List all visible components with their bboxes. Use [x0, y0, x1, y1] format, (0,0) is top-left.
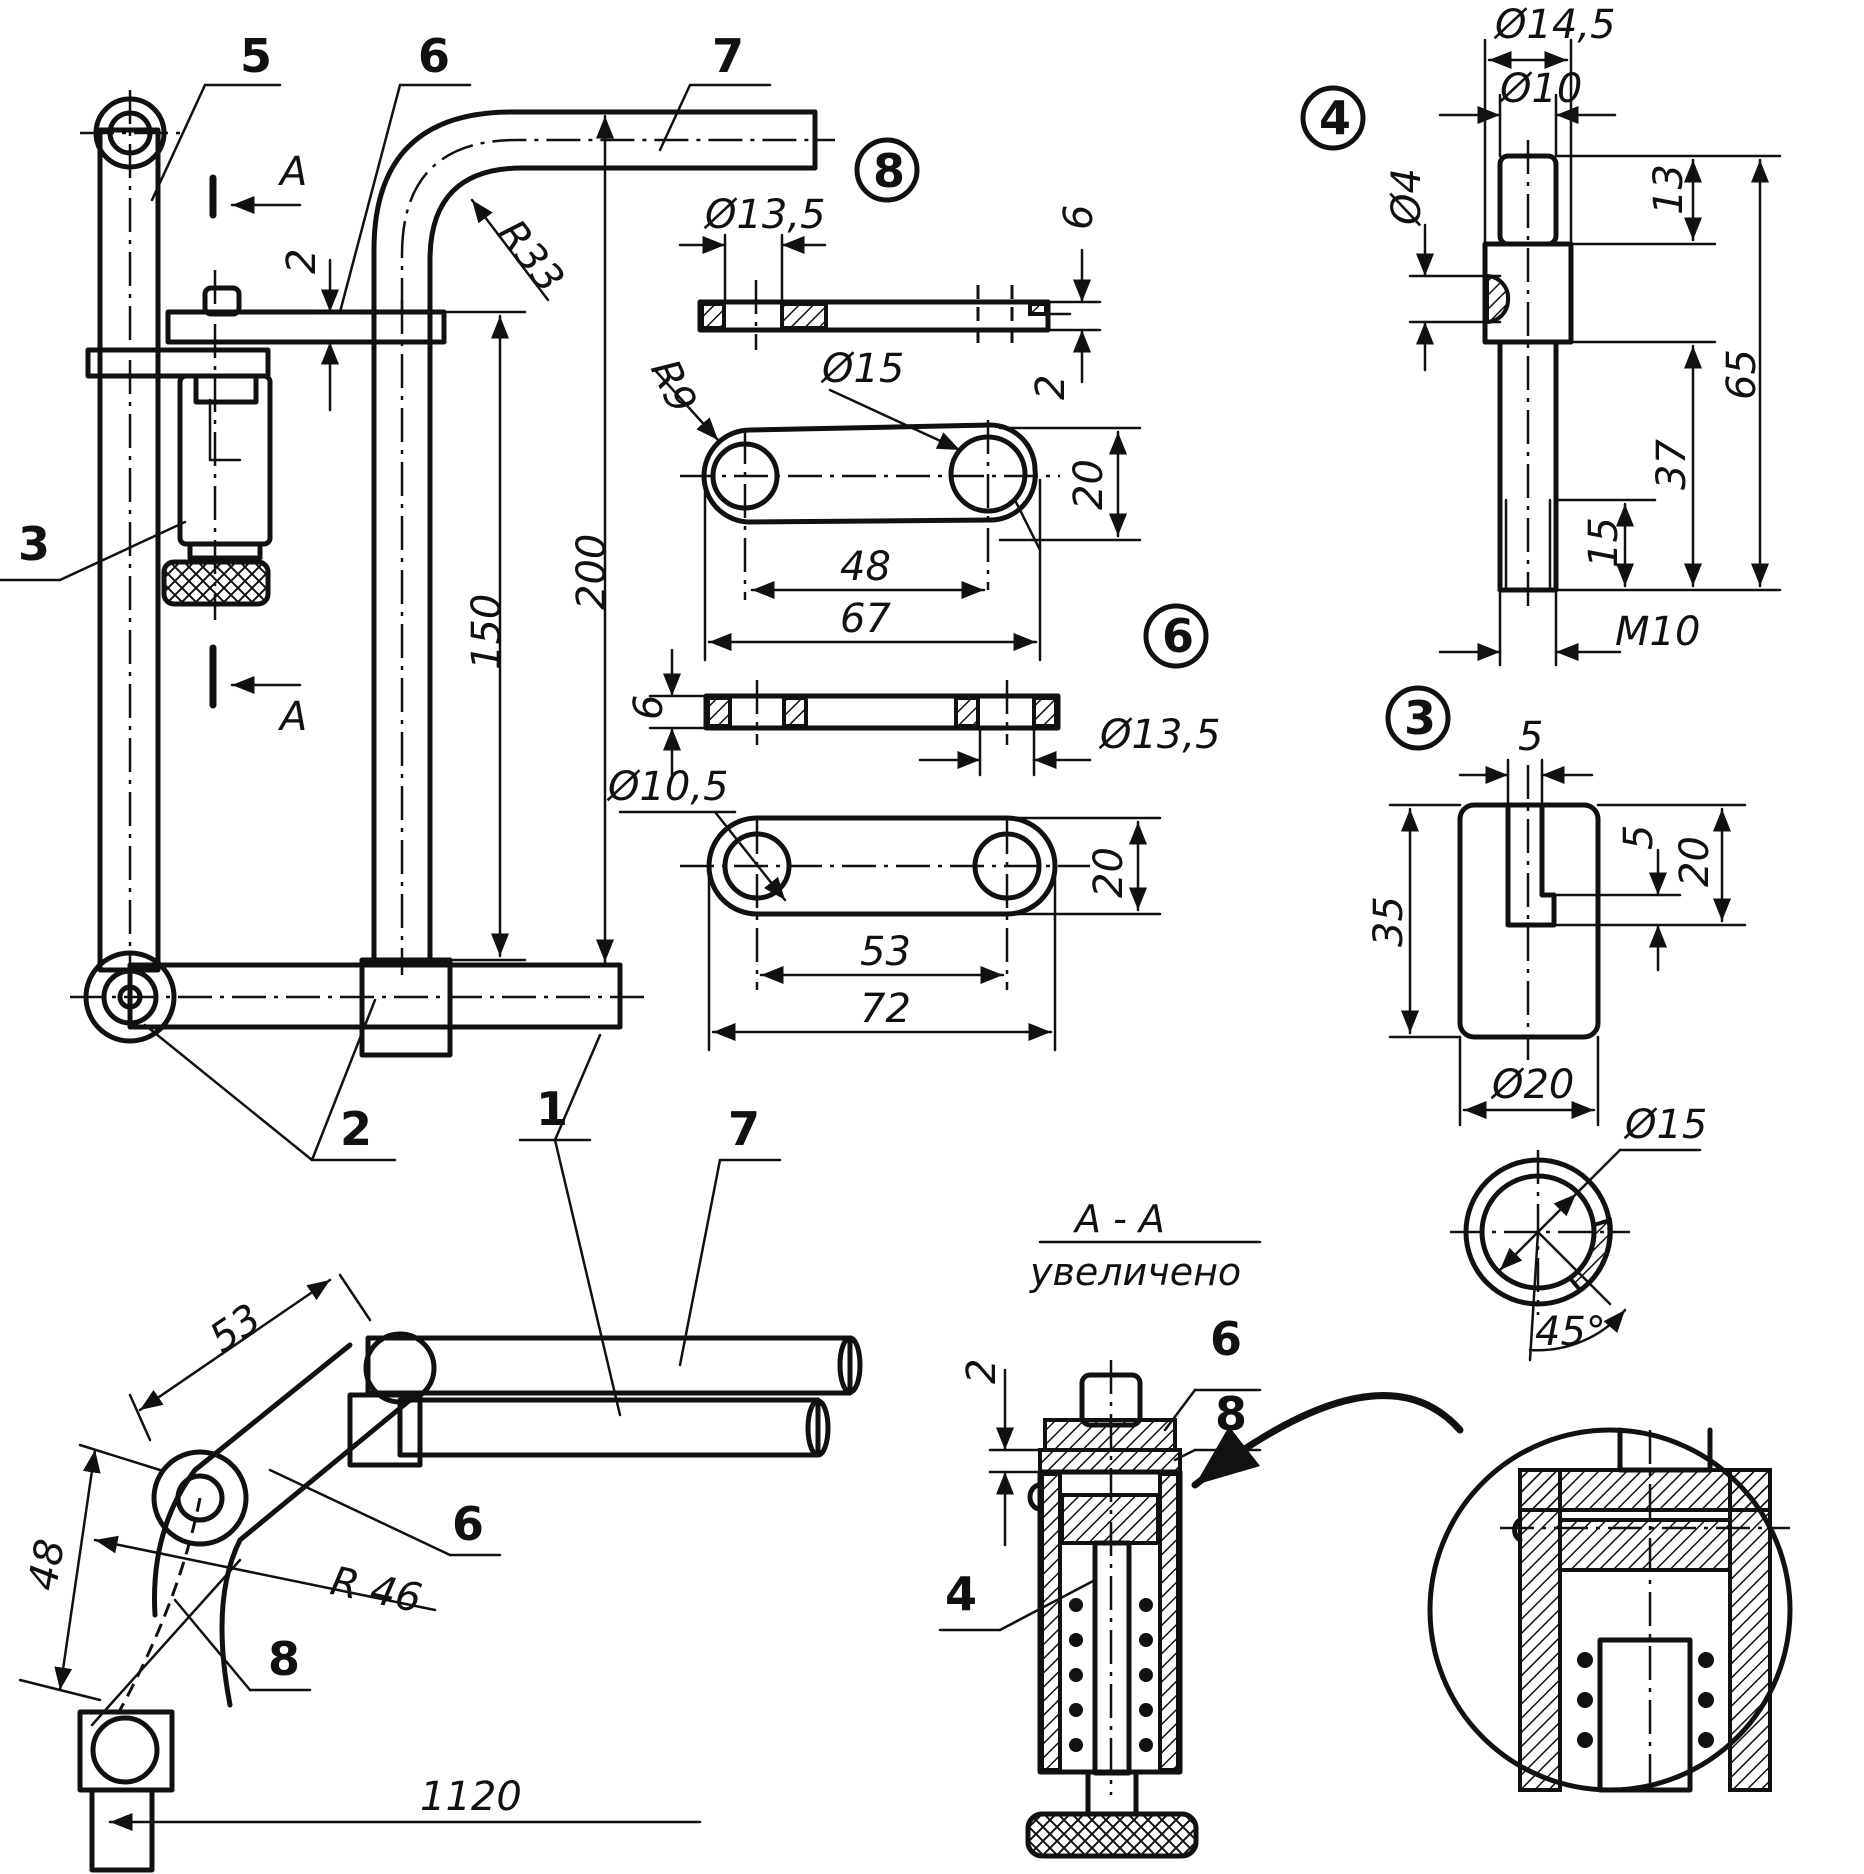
- detail-6-length-dim: 72: [860, 986, 911, 1032]
- plan-label-part-7: 7: [728, 1102, 760, 1156]
- label-part-2: 2: [340, 1102, 372, 1156]
- plan-view: 53 48 R 46 1120 1 7 6 8: [18, 1033, 863, 1873]
- detail-3-number: 3: [1404, 691, 1436, 745]
- plan-pivot-mid: [151, 1449, 249, 1547]
- detail-3-slot: [1505, 802, 1557, 928]
- detail-3-badge: [1385, 685, 1451, 751]
- detail-8: 8 Ø13,5 6 2 R9 Ø15 20: [641, 137, 1142, 662]
- detail-3-inner-dim: Ø15: [1623, 1102, 1707, 1148]
- detail-3: 3 5 35 20 5 Ø20: [1366, 685, 1747, 1362]
- detail-3-outer-dim: Ø20: [1490, 1062, 1574, 1108]
- detail-4: 4 Ø14,5 Ø10 Ø4 13 65 37: [1300, 2, 1782, 667]
- detail-4-top-dim: 13: [1646, 164, 1692, 215]
- detail-4-thread-len-dim: 15: [1581, 517, 1627, 568]
- plan-link2-dim: 48: [20, 1536, 74, 1594]
- magnified-detail: [1427, 1427, 1793, 1793]
- label-part-5: 5: [240, 29, 272, 83]
- plan-link-dim: 53: [202, 1295, 270, 1362]
- detail-6-width-dim: 20: [1086, 847, 1132, 898]
- detail-6-number: 6: [1162, 609, 1194, 663]
- detail-4-total-dim: 65: [1719, 349, 1765, 400]
- section-label-part-4: 4: [945, 1567, 977, 1621]
- plan-radius-dim: R 46: [326, 1558, 425, 1622]
- detail-4-inner-dim: Ø10: [1498, 66, 1582, 112]
- collar-block: [359, 957, 453, 1058]
- detail-3-depth-dim: 20: [1672, 836, 1718, 887]
- magnify-arrow: [1191, 1392, 1464, 1489]
- detail-8-step-dim: 2: [1028, 375, 1074, 400]
- detail-8-center-dim: 48: [840, 544, 891, 590]
- detail-4-thread-dim: M10: [1615, 609, 1700, 655]
- section-knob: [1025, 1811, 1199, 1859]
- detail-6: 6 6 Ø13,5 Ø10,5 20 53: [606, 603, 1221, 1052]
- detail-6-badge: [1143, 603, 1209, 669]
- detail-4-badge: [1300, 85, 1366, 151]
- detail-8-badge: [854, 137, 920, 203]
- detail-6-thickness-dim: 6: [626, 695, 672, 720]
- detail-6-side: [703, 693, 1061, 731]
- detail-8-hole-dim: Ø13,5: [703, 192, 826, 238]
- plate-8: [85, 347, 271, 379]
- plan-label-part-1: 1: [536, 1082, 568, 1136]
- detail-8-hole2-dim: Ø15: [820, 346, 904, 392]
- detail-4-pin-dim: Ø4: [1384, 168, 1430, 227]
- section-label-part-8: 8: [1215, 1387, 1247, 1441]
- bent-arm-inner: [427, 165, 818, 315]
- detail-8-radius-dim: R9: [641, 353, 705, 421]
- detail-3-height-dim: 35: [1366, 896, 1412, 947]
- section-mark-bottom: A: [277, 694, 307, 740]
- plan-label-part-8: 8: [268, 1632, 300, 1686]
- bent-arm-outer: [371, 109, 818, 315]
- detail-6-hole-dim: Ø13,5: [1098, 712, 1221, 758]
- main-view: A A 2 R33 150 200 5 6 7 3 2: [0, 29, 835, 1162]
- detail-8-number: 8: [873, 144, 905, 198]
- section-gap-dim: 2: [959, 1359, 1005, 1384]
- section-view: А - А увеличено 2 6 8: [938, 1197, 1464, 1859]
- detail-3-angle-dim: 45°: [1535, 1309, 1606, 1355]
- section-subtitle: увеличено: [1029, 1250, 1241, 1294]
- plan-bar-1: [397, 1397, 821, 1458]
- section-spring: [1069, 1598, 1153, 1752]
- dim-height-150: 150: [464, 594, 510, 670]
- plan-link-inner: [219, 1397, 413, 1708]
- section-title: А - А: [1072, 1197, 1165, 1241]
- plan-length-dim: 1120: [420, 1774, 522, 1820]
- detail-3-slot-dim: 5: [1518, 714, 1543, 760]
- detail-3-slot-h-dim: 5: [1616, 825, 1662, 850]
- label-part-7: 7: [712, 29, 744, 83]
- plunger-pin-top: [202, 285, 242, 317]
- label-part-3: 3: [18, 517, 50, 571]
- plate-6: [165, 309, 447, 345]
- detail-4-number: 4: [1319, 91, 1351, 145]
- dim-radius-r33: R33: [488, 211, 573, 301]
- section-label-part-6: 6: [1210, 1312, 1242, 1366]
- detail-4-outer-dim: Ø14,5: [1493, 2, 1616, 48]
- detail-8-width-dim: 20: [1066, 459, 1112, 510]
- detail-6-hole2-dim: Ø10,5: [606, 764, 729, 810]
- detail-8-thickness-dim: 6: [1056, 205, 1102, 230]
- section-mark-top: A: [277, 149, 307, 195]
- detail-8-length-dim: 67: [840, 596, 891, 642]
- dim-height-200: 200: [569, 534, 615, 610]
- plan-label-part-6: 6: [452, 1497, 484, 1551]
- plan-collar: [347, 1392, 423, 1468]
- detail-4-lower-dim: 37: [1649, 439, 1695, 490]
- detail-6-center-dim: 53: [860, 929, 911, 975]
- detail-8-top: [701, 422, 1038, 525]
- dim-gap-2: 2: [279, 249, 325, 274]
- label-part-6: 6: [418, 29, 450, 83]
- detail-6-top: [706, 815, 1058, 917]
- detail-8-side: [697, 299, 1051, 333]
